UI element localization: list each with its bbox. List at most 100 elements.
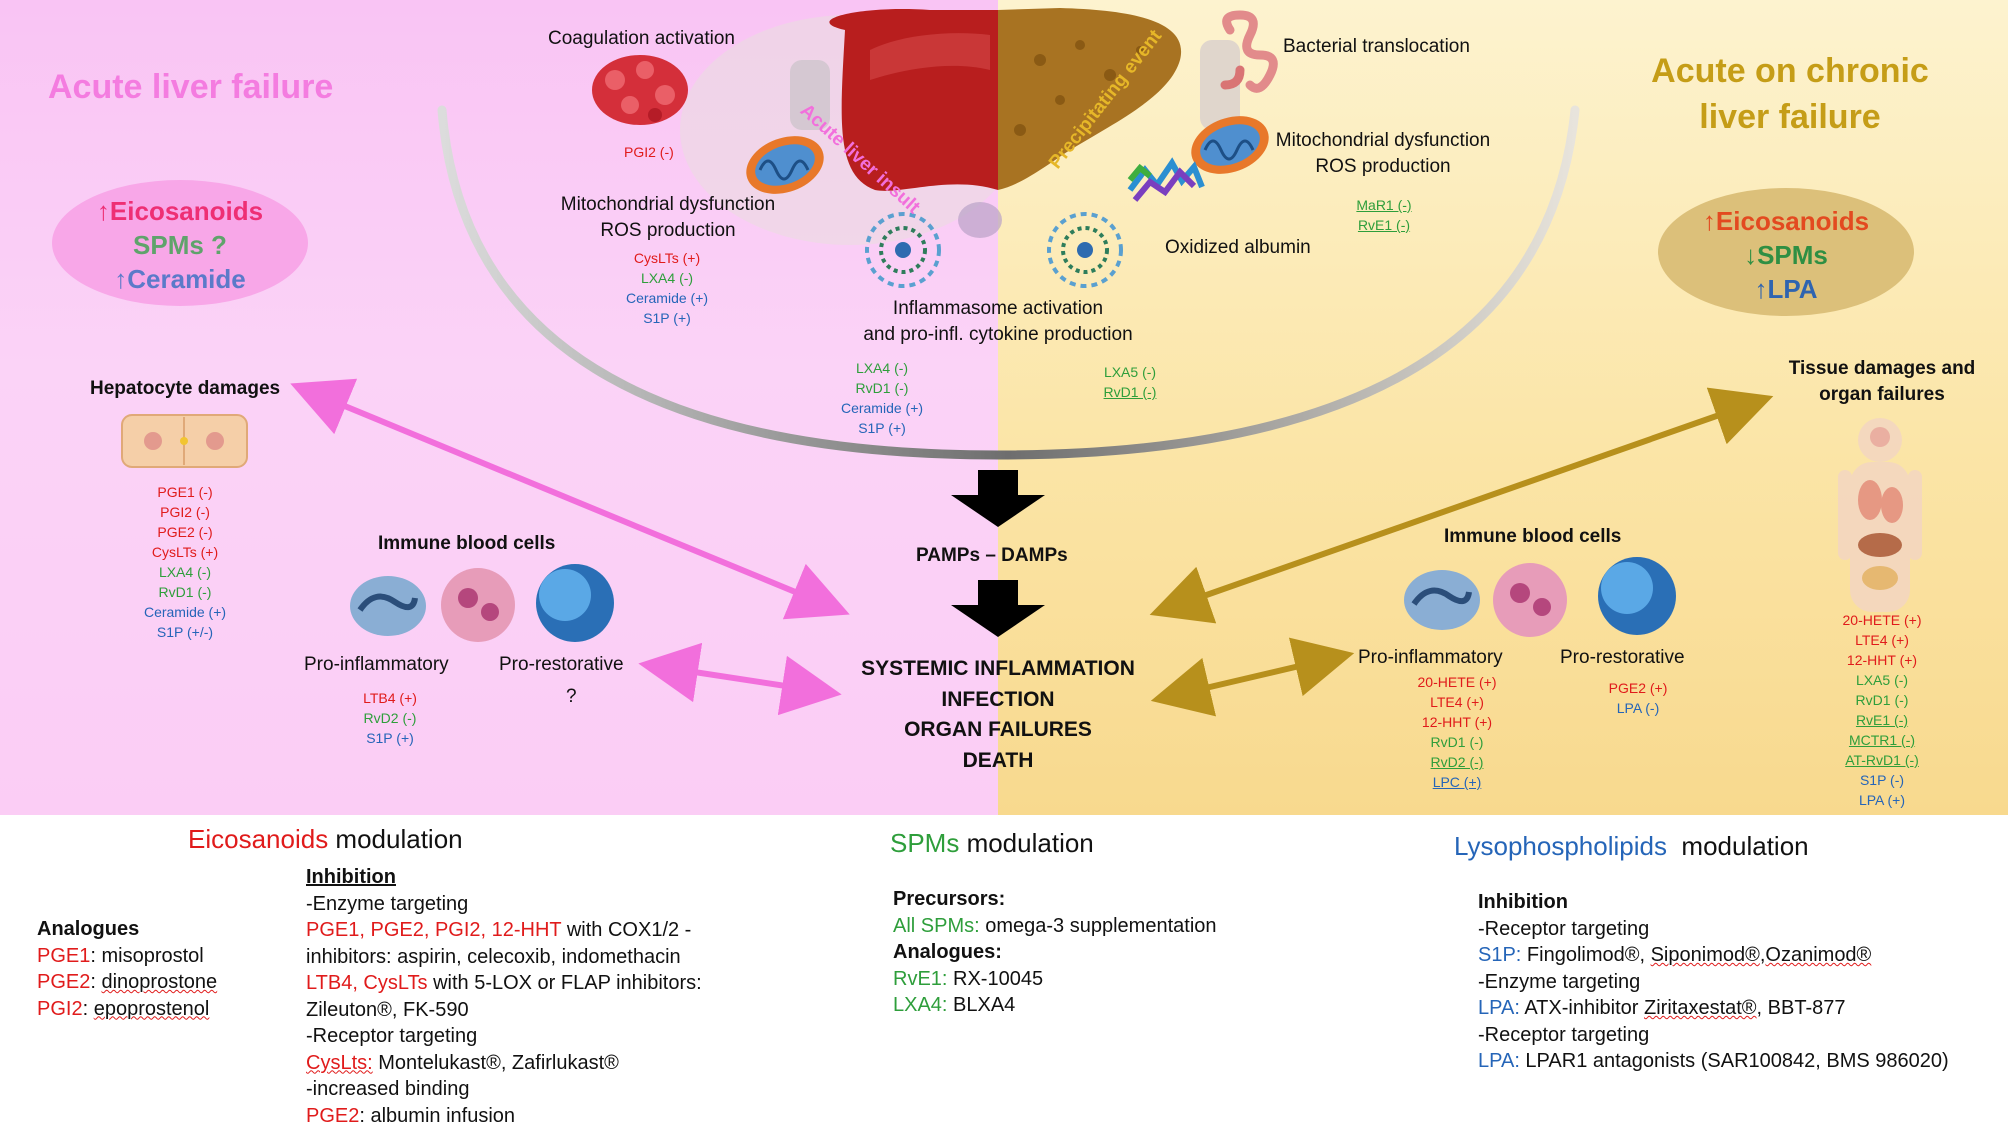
mediator: S1P (+) — [366, 728, 414, 748]
mediator: LXA5 (-) — [1104, 362, 1156, 382]
inhibition-heading: Inhibition — [306, 864, 702, 891]
right-panel-title: Acute on chronic liver failure — [1620, 48, 1960, 140]
tissue-mediators: 20-HETE (+) LTE4 (+) 12-HHT (+) LXA5 (-)… — [1822, 610, 1942, 810]
down-arrow-2 — [951, 580, 1045, 637]
mediator: RvE1 (-) — [1856, 710, 1908, 730]
spm-line: All SPMs: omega-3 supplementation — [893, 913, 1217, 940]
mediator: CysLTs (+) — [634, 248, 700, 268]
lyso-line: -Receptor targeting — [1478, 1022, 1949, 1049]
outcome-line: ORGAN FAILURES — [838, 715, 1158, 746]
inflam-left-mediators: LXA4 (-) RvD1 (-) Ceramide (+) S1P (+) — [822, 358, 942, 438]
spms-title-colored: SPMs — [890, 828, 959, 858]
outcome-line: SYSTEMIC INFLAMMATION — [838, 654, 1158, 685]
spms-modulation-title: SPMs modulation — [890, 826, 1094, 860]
mediator: LXA4 (-) — [856, 358, 908, 378]
lyso-title-colored: Lysophospholipids — [1454, 831, 1667, 861]
spm-line: LXA4: BLXA4 — [893, 992, 1217, 1019]
left-ellipse-eicosanoids: ↑Eicosanoids — [52, 194, 308, 228]
lyso-line: S1P: Fingolimod®, Siponimod®,Ozanimod® — [1478, 942, 1949, 969]
mediator: Ceramide (+) — [144, 602, 226, 622]
pro-restorative-left: Pro-restorative — [499, 652, 624, 678]
mediator: S1P (-) — [1860, 770, 1904, 790]
pro-inflammatory-left-mediators: LTB4 (+) RvD2 (-) S1P (+) — [330, 688, 450, 748]
right-title-line1: Acute on chronic — [1620, 48, 1960, 94]
mediator: LXA4 (-) — [641, 268, 693, 288]
pamps-damps-label: PAMPs – DAMPs — [916, 543, 1068, 569]
pro-restorative-right-mediators: PGE2 (+) LPA (-) — [1578, 678, 1698, 718]
eico-line: inhibitors: aspirin, celecoxib, indometh… — [306, 944, 702, 971]
mediator: MCTR1 (-) — [1849, 730, 1915, 750]
oxidized-albumin-label: Oxidized albumin — [1165, 235, 1311, 261]
inflammasome-label: Inflammasome activation and pro-infl. cy… — [848, 296, 1148, 348]
mediator: RvD1 (-) — [1431, 732, 1484, 752]
outcome-block: SYSTEMIC INFLAMMATION INFECTION ORGAN FA… — [838, 654, 1158, 776]
inflammasome-line2: and pro-infl. cytokine production — [848, 322, 1148, 348]
pro-restorative-right: Pro-restorative — [1560, 645, 1685, 671]
mediator: 12-HHT (+) — [1422, 712, 1492, 732]
left-ellipse-spms: SPMs ? — [52, 228, 308, 262]
immune-left-label: Immune blood cells — [378, 531, 555, 557]
mito-left-line1: Mitochondrial dysfunction — [548, 192, 788, 218]
eico-line: PGE2: albumin infusion — [306, 1103, 702, 1129]
pro-inflammatory-right: Pro-inflammatory — [1358, 645, 1503, 671]
mediator: LPC (+) — [1433, 772, 1482, 792]
mediator: AT-RvD1 (-) — [1845, 750, 1919, 770]
eicosanoids-title-colored: Eicosanoids — [188, 824, 328, 854]
eico-line: -Enzyme targeting — [306, 891, 702, 918]
gold-arrow-immune — [1180, 660, 1325, 694]
down-arrow-1 — [951, 470, 1045, 527]
inflam-right-mediators: LXA5 (-) RvD1 (-) — [1080, 362, 1180, 402]
mediator: Ceramide (+) — [626, 288, 708, 308]
inflammasome-right-image — [1049, 214, 1121, 286]
right-ellipse-spms: ↓SPMs — [1658, 238, 1914, 272]
eicosanoids-analogues: Analogues PGE1: misoprostol PGE2: dinopr… — [37, 916, 217, 1022]
mediator: LPA (-) — [1617, 698, 1660, 718]
mediator: S1P (+) — [858, 418, 906, 438]
left-summary-ellipse: ↑Eicosanoids SPMs ? ↑Ceramide — [52, 180, 308, 306]
right-title-line2: liver failure — [1620, 94, 1960, 140]
tissue-damages-label: Tissue damages and organ failures — [1772, 356, 1992, 408]
mediator: LXA4 (-) — [159, 562, 211, 582]
lyso-line: -Receptor targeting — [1478, 916, 1949, 943]
mediator: 12-HHT (+) — [1847, 650, 1917, 670]
mediator: PGE2 (-) — [157, 522, 212, 542]
mediator: MaR1 (-) — [1356, 195, 1411, 215]
coagulation-pgi2: PGI2 (-) — [624, 142, 674, 162]
eicosanoids-modulation-title: Eicosanoids modulation — [188, 822, 463, 856]
mito-right-label: Mitochondrial dysfunction ROS production — [1263, 128, 1503, 180]
right-summary-ellipse: ↑Eicosanoids ↓SPMs ↑LPA — [1658, 188, 1914, 316]
mito-left-line2: ROS production — [548, 218, 788, 244]
mediator: RvD1 (-) — [159, 582, 212, 602]
bacterial-translocation-label: Bacterial translocation — [1283, 34, 1470, 60]
pro-inflammatory-left: Pro-inflammatory — [304, 652, 449, 678]
hepatocyte-mediators: PGE1 (-) PGI2 (-) PGE2 (-) CysLTs (+) LX… — [125, 482, 245, 642]
eicosanoids-title-rest: modulation — [328, 824, 462, 854]
analogue-item: PGE1: misoprostol — [37, 943, 217, 970]
right-ellipse-eicosanoids: ↑Eicosanoids — [1658, 204, 1914, 238]
mediator: LTE4 (+) — [1430, 692, 1484, 712]
analogue-item: PGE2: dinoprostone — [37, 969, 217, 996]
mediator: RvE1 (-) — [1358, 215, 1410, 235]
mediator: S1P (+/-) — [157, 622, 213, 642]
mito-right-mediators: MaR1 (-) RvE1 (-) — [1334, 195, 1434, 235]
mediator: 20-HETE (+) — [1843, 610, 1922, 630]
inflammasome-line1: Inflammasome activation — [848, 296, 1148, 322]
spm-line: RvE1: RX-10045 — [893, 966, 1217, 993]
outcome-line: DEATH — [838, 746, 1158, 777]
mediator: PGE1 (-) — [157, 482, 212, 502]
pink-arrow-immune — [668, 668, 812, 690]
immune-right-label: Immune blood cells — [1444, 524, 1621, 550]
lysophospholipids-modulation-title: Lysophospholipids modulation — [1454, 829, 1809, 863]
precursors-heading: Precursors: — [893, 886, 1217, 913]
mediator: 20-HETE (+) — [1418, 672, 1497, 692]
eico-line: PGE1, PGE2, PGI2, 12-HHT with COX1/2 - — [306, 917, 702, 944]
eico-line: CysLts: Montelukast®, Zafirlukast® — [306, 1050, 702, 1077]
mediator: RvD2 (-) — [364, 708, 417, 728]
mito-left-mediators: CysLTs (+) LXA4 (-) Ceramide (+) S1P (+) — [607, 248, 727, 328]
spm-analogues-heading: Analogues: — [893, 939, 1217, 966]
mito-right-line1: Mitochondrial dysfunction — [1263, 128, 1503, 154]
mediator: LPA (+) — [1859, 790, 1905, 810]
right-ellipse-lpa: ↑LPA — [1658, 272, 1914, 306]
tissue-line2: organ failures — [1772, 382, 1992, 408]
eico-line: -Receptor targeting — [306, 1023, 702, 1050]
